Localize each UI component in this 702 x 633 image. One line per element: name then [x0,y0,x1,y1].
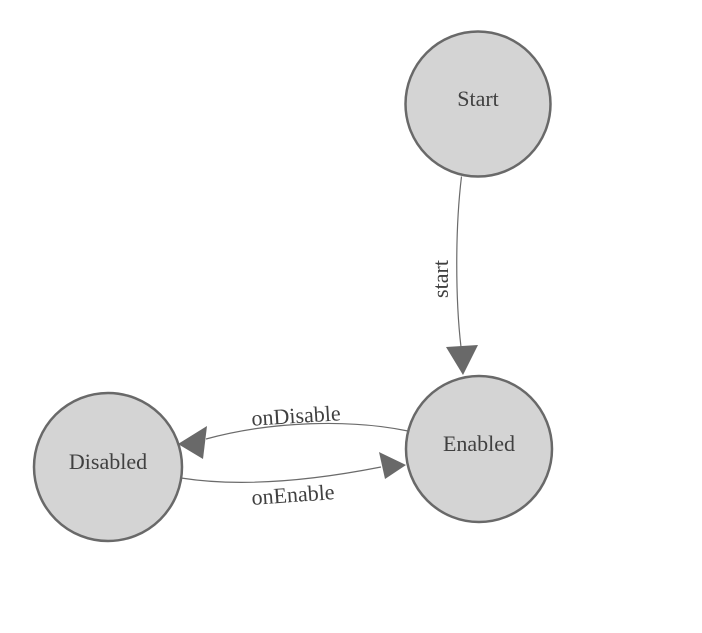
edge-start-to-enabled [456,176,463,348]
arrowhead-down-icon [446,345,478,375]
edge-enabled-to-disabled [205,422,409,440]
state-node-disabled[interactable] [32,391,184,543]
state-node-start[interactable] [404,30,552,178]
state-node-enabled[interactable] [404,374,554,524]
edge-disabled-to-enabled [180,466,382,483]
node-label-start: Start [457,86,499,111]
edge-label-start: start [428,260,453,298]
arrowhead-right-icon [379,452,406,479]
node-label-enabled: Enabled [442,431,516,456]
node-label-disabled: Disabled [68,449,148,474]
arrowhead-left-icon [178,426,207,459]
